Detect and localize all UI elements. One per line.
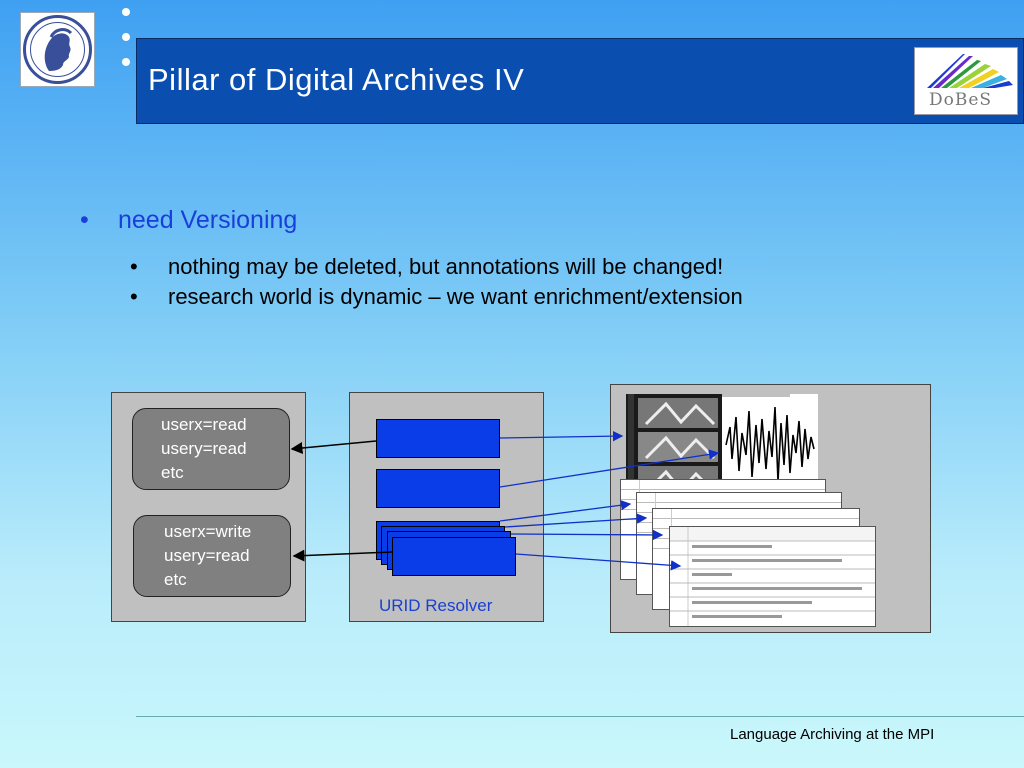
user-rights-line: usery=read — [161, 439, 247, 458]
dobes-rainbow-logo-icon — [927, 54, 1013, 88]
dot-icon — [122, 8, 130, 16]
user-rights-line: etc — [164, 570, 187, 589]
annotation-document — [669, 526, 876, 627]
title-bar — [136, 38, 1024, 124]
resolver-entry — [392, 537, 516, 576]
user-rights-line: usery=read — [164, 546, 250, 565]
dobes-logo: DoBeS — [914, 47, 1018, 115]
user-rights-line: userx=read — [161, 415, 247, 434]
dot-icon — [122, 33, 130, 41]
bullet-icon: • — [80, 206, 89, 234]
footer-divider — [136, 716, 1024, 717]
resolver-label: URID Resolver — [379, 596, 493, 615]
sub-bullet-text: nothing may be deleted, but annotations … — [168, 254, 724, 279]
bullet-icon: • — [130, 284, 138, 309]
user-rights-line: etc — [161, 463, 184, 482]
user-rights-box: userx=write usery=read etc — [133, 515, 291, 597]
bullet-item: • need Versioning — [80, 206, 297, 235]
bullet-text: need Versioning — [118, 206, 298, 234]
resolver-entry — [376, 469, 500, 508]
mpg-minerva-logo-icon — [20, 12, 95, 87]
dobes-logo-text: DoBeS — [929, 90, 993, 110]
sub-bullet-text: research world is dynamic – we want enri… — [168, 284, 743, 309]
user-rights-line: userx=write — [164, 522, 252, 541]
dot-icon — [122, 58, 130, 66]
page-title: Pillar of Digital Archives IV — [148, 62, 525, 97]
footer-text: Language Archiving at the MPI — [730, 726, 935, 743]
bullet-icon: • — [130, 254, 138, 279]
resolver-entry — [376, 419, 500, 458]
sub-bullet-item: • nothing may be deleted, but annotations… — [130, 254, 723, 280]
sub-bullet-item: • research world is dynamic – we want enr… — [130, 284, 743, 310]
image-corner — [790, 394, 818, 418]
decorative-dots — [118, 2, 134, 83]
user-rights-box: userx=read usery=read etc — [132, 408, 290, 490]
